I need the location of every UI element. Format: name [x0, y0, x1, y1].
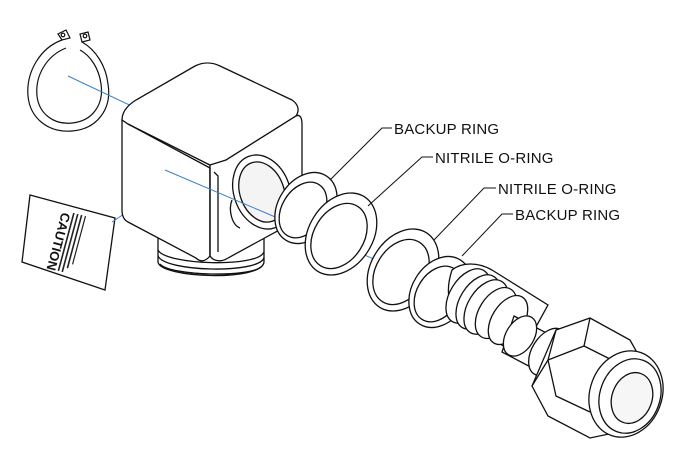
cartridge-fitting	[445, 263, 664, 439]
label-backup-ring-top: BACKUP RING	[394, 121, 499, 138]
leader-backup-ring-bottom	[461, 213, 513, 257]
label-nitrile-oring-top: NITRILE O-RING	[435, 150, 554, 167]
leader-lines	[329, 127, 513, 257]
label-backup-ring-bottom: BACKUP RING	[515, 207, 620, 224]
leader-nitrile-oring-bottom	[433, 187, 496, 241]
nitrile-oring-left	[304, 192, 378, 276]
leader-backup-ring-top	[329, 127, 392, 181]
caution-tag: CAUTION	[21, 194, 116, 291]
leader-nitrile-oring-top	[367, 156, 433, 207]
label-nitrile-oring-bottom: NITRILE O-RING	[498, 181, 617, 198]
axis-line-ring	[67, 75, 141, 111]
valve-body	[121, 62, 303, 277]
retaining-ring	[27, 29, 110, 132]
